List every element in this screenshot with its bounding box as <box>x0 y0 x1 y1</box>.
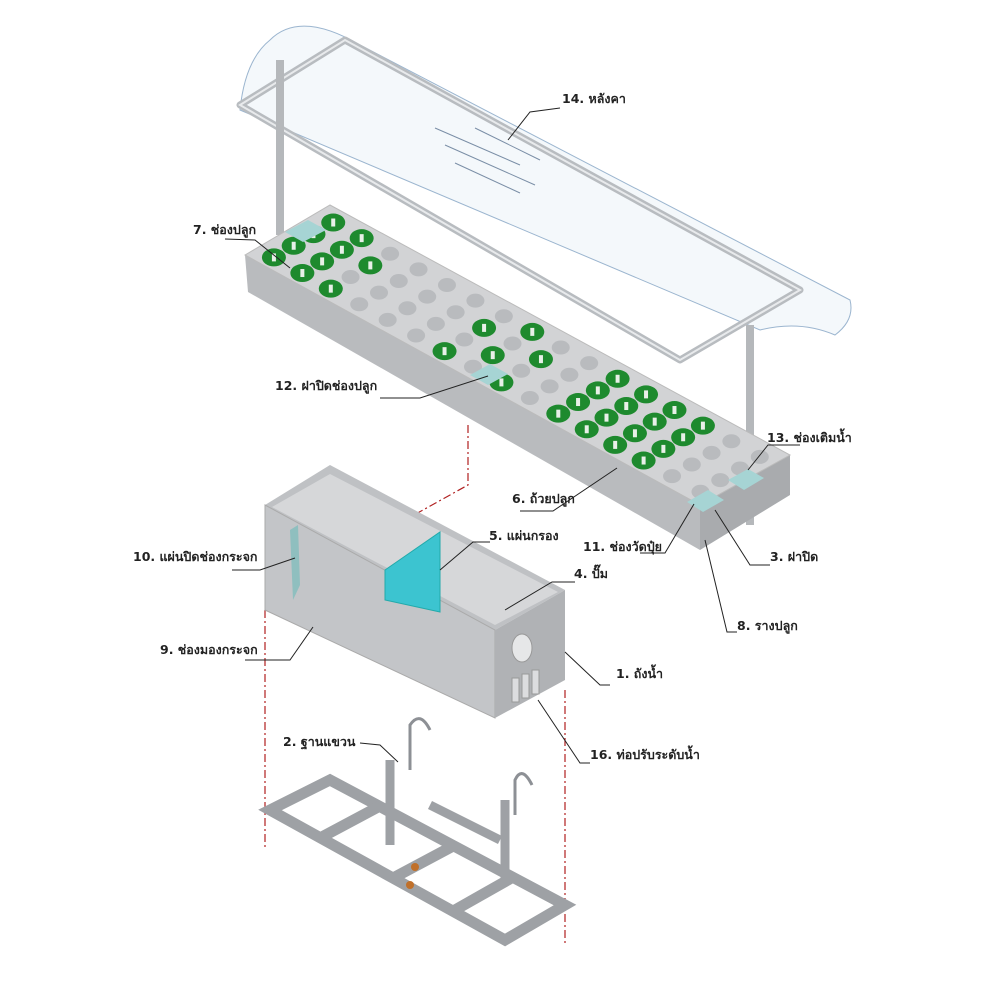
planting-hole <box>437 278 456 293</box>
planting-hole <box>551 340 570 355</box>
planting-hole <box>426 316 445 331</box>
cup-slot <box>490 351 495 360</box>
glass-window-cover <box>290 525 300 600</box>
cup-slot <box>641 456 646 465</box>
cup-slot <box>271 253 276 262</box>
cup-slot <box>672 406 677 415</box>
label-hanging-base: 2. ฐานแขวน <box>283 734 356 749</box>
planting-hole <box>389 274 408 289</box>
hole-cover-plate <box>285 220 326 242</box>
planting-hole <box>446 305 465 320</box>
label-filter-sheet: 5. แผ่นกรอง <box>489 528 559 543</box>
cup-slot <box>300 269 305 278</box>
cup-slot <box>613 440 618 449</box>
cup-slot <box>584 425 589 434</box>
label-fertilizer-port: 11. ช่องวัดปุ๋ย <box>583 539 662 554</box>
planting-hole <box>503 336 522 351</box>
filter-sheet <box>384 531 441 613</box>
roof-hatch <box>434 127 541 194</box>
planting-hole <box>350 297 369 312</box>
drain-dot <box>411 863 419 871</box>
planting-hole <box>466 293 485 308</box>
cup-slot <box>331 218 336 227</box>
label-planting-cup: 6. ถ้วยปลูก <box>512 491 575 506</box>
planting-hole <box>750 449 769 464</box>
planting-hole <box>494 309 513 324</box>
cup-slot <box>604 413 609 422</box>
planting-hole <box>341 270 360 285</box>
planting-trough <box>243 204 792 550</box>
cup-slot <box>644 390 649 399</box>
cup-slot <box>359 234 364 243</box>
label-level-pipe: 16. ท่อปรับระดับน้ำ <box>590 747 700 762</box>
cup-slot <box>652 417 657 426</box>
planting-hole <box>702 445 721 460</box>
cup-slot <box>576 398 581 407</box>
label-lid: 3. ฝาปิด <box>770 549 819 564</box>
label-planting-trough: 8. รางปลูก <box>737 618 798 633</box>
cup-slot <box>530 327 535 336</box>
planting-hole <box>540 379 559 394</box>
label-planting-hole: 7. ช่องปลูก <box>193 222 257 237</box>
roof-post-right <box>746 325 754 525</box>
planting-hole <box>560 367 579 382</box>
cup-slot <box>661 444 666 453</box>
water-fill-port-cover <box>728 469 764 490</box>
fertilizer-port-cover <box>687 490 724 512</box>
roof-post-left <box>276 60 284 235</box>
planting-hole <box>418 289 437 304</box>
planting-hole <box>722 434 741 449</box>
planting-hole <box>463 359 482 374</box>
label-hole-cover: 12. ฝาปิดช่องปลูก <box>275 378 378 393</box>
cup-slot <box>499 378 504 387</box>
planting-hole <box>407 328 426 343</box>
label-water-fill-port: 13. ช่องเติมน้ำ <box>767 430 852 445</box>
planting-hole <box>398 301 417 316</box>
level-pipes <box>511 669 540 703</box>
planting-hole <box>455 332 474 347</box>
cup-slot <box>482 323 487 332</box>
faucets <box>408 717 534 815</box>
planting-hole <box>663 469 682 484</box>
cup-slot <box>368 261 373 270</box>
cup-slot <box>700 421 705 430</box>
label-roof: 14. หลังคา <box>562 91 626 106</box>
label-glass-window: 9. ช่องมองกระจก <box>160 642 258 657</box>
planting-hole <box>580 356 599 371</box>
drain-dot-2 <box>406 881 414 889</box>
label-glass-window-cover: 10. แผ่นปิดช่องกระจก <box>133 549 258 564</box>
planting-hole <box>711 473 730 488</box>
planting-hole <box>409 262 428 277</box>
cup-slot <box>624 402 629 411</box>
cup-slot <box>632 429 637 438</box>
hanging-base <box>258 760 577 947</box>
pump <box>511 633 533 663</box>
planting-hole <box>512 363 531 378</box>
cup-slot <box>595 386 600 395</box>
leader-lines <box>224 107 800 764</box>
label-pump: 4. ปั๊ม <box>574 566 608 581</box>
cup-slot <box>681 433 686 442</box>
label-water-tank: 1. ถังน้ำ <box>616 666 664 681</box>
cup-slot <box>538 355 543 364</box>
planting-hole <box>370 285 389 300</box>
roof-sheet <box>239 25 852 336</box>
planting-hole <box>682 457 701 472</box>
planting-hole <box>520 391 539 406</box>
cup-slot <box>442 347 447 356</box>
cup-slot <box>339 245 344 254</box>
cup-slot <box>556 409 561 418</box>
water-tank <box>264 465 565 719</box>
planting-hole <box>381 246 400 261</box>
hole-cover-plate-2 <box>470 364 508 385</box>
cup-slot <box>320 257 325 266</box>
cup-slot <box>291 241 296 250</box>
cup-slot <box>615 374 620 383</box>
planting-hole <box>378 312 397 327</box>
cup-slot <box>328 284 333 293</box>
